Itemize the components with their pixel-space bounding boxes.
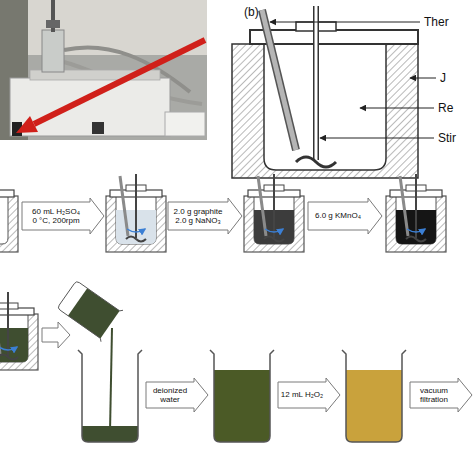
step-text-column: vacuum filtration (411, 386, 457, 404)
diluted-beaker (210, 350, 274, 442)
photo-display (92, 122, 104, 134)
part-label: Stir (438, 132, 456, 144)
photo-red-arrow-head (16, 116, 38, 133)
receiving-beaker (78, 350, 142, 442)
jacket-wall (232, 44, 418, 178)
step-text-box: vacuum filtration (410, 382, 458, 408)
step-text-column: deionized water (147, 386, 193, 404)
arrow-outline (308, 198, 382, 234)
step-text-column: 2.0 g graphite 2.0 g NaNO₃ (172, 207, 224, 225)
part-label: (b) (244, 6, 259, 18)
reactor-schematic (232, 6, 436, 178)
step-text-column: 60 mL H₂SO₄ 0 °C, 200rpm (30, 207, 83, 225)
step-text-box: deionized water (146, 382, 194, 408)
leader-arrow (410, 78, 436, 79)
reactor-step (0, 174, 18, 252)
thermometer (262, 10, 296, 150)
reactor-step (106, 174, 166, 252)
stirrer-shaft-outline (313, 6, 319, 160)
leader-arrow (320, 138, 434, 139)
photo-reactor (42, 30, 64, 72)
arrow-outline (410, 378, 472, 412)
green-mixture (0, 328, 28, 362)
step-label: 6.0 g KMnO₄ (310, 211, 366, 220)
beaker-outline (56, 279, 123, 342)
step-label: deionized water (147, 386, 193, 404)
step-label: 60 mL H₂SO₄ 0 °C, 200rpm (30, 207, 83, 225)
process-arrow: vacuum filtration (410, 378, 472, 412)
step-text-column: 6.0 g KMnO₄ (310, 211, 366, 220)
arrow-outline (146, 378, 208, 412)
reactor-jacket (0, 314, 38, 370)
step-label: 2.0 g graphite 2.0 g NaNO₃ (172, 207, 224, 225)
beaker-outline (342, 350, 406, 442)
reactor-step (386, 174, 446, 252)
pouring-beaker (56, 279, 123, 342)
photo-tray (165, 112, 205, 136)
process-arrow: 12 mL H₂O₂ (278, 378, 340, 412)
stirrer-paddle (296, 157, 336, 167)
part-label: J (440, 72, 446, 84)
step-label: 12 mL H₂O₂ (279, 390, 325, 399)
reactor-lid-stirrer (390, 174, 442, 242)
arrow-outline (22, 198, 104, 234)
reactor-lid-stirrer (248, 174, 300, 242)
photo-device (10, 78, 170, 136)
photo-background (0, 0, 207, 140)
process-arrow: 2.0 g graphite 2.0 g NaNO₃ (168, 198, 242, 234)
reactor-lid-stirrer (0, 292, 34, 360)
step-text-box: 2.0 g graphite 2.0 g NaNO₃ (168, 202, 228, 230)
step-text-column: 12 mL H₂O₂ (279, 390, 325, 399)
arrow-outline (168, 198, 242, 234)
step-text-box: 12 mL H₂O₂ (278, 382, 326, 408)
part-label: Re (438, 102, 453, 114)
stirrer-shaft (315, 6, 318, 160)
step-text-box: 60 mL H₂SO₄ 0 °C, 200rpm (22, 202, 90, 230)
thermometer-outline (262, 10, 296, 150)
photo-clamp (46, 20, 60, 28)
green-mixture (82, 426, 138, 442)
photo-red-arrow (34, 40, 205, 124)
reactor-lid-stirrer (110, 174, 162, 242)
beaker-outline (78, 350, 142, 442)
reactor-lid-stirrer (0, 174, 14, 242)
step-label: vacuum filtration (411, 386, 457, 404)
diluted-mixture (214, 370, 270, 442)
reactor-jacket (0, 196, 18, 252)
reduced-beaker (342, 350, 406, 442)
process-arrow: 60 mL H₂SO₄ 0 °C, 200rpm (22, 198, 104, 234)
step-arrow (42, 322, 70, 348)
pour-stream (110, 328, 112, 432)
leader-arrow (360, 108, 434, 109)
reactor-step (244, 174, 304, 252)
process-arrow: deionized water (146, 378, 208, 412)
arrow-outline (278, 378, 340, 412)
reactor-step (0, 292, 38, 370)
part-label: Ther (424, 16, 449, 28)
graphite-oxide-suspension (346, 370, 402, 442)
apparatus-photo (0, 0, 207, 140)
process-arrow: 6.0 g KMnO₄ (308, 198, 382, 234)
leader-arrow (270, 22, 420, 23)
step-text-box: 6.0 g KMnO₄ (308, 202, 368, 230)
beaker-outline (210, 350, 274, 442)
reactor-lid (250, 30, 418, 44)
